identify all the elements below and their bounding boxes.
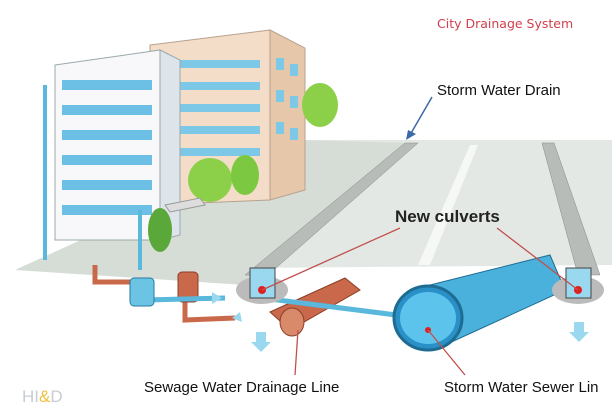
trees bbox=[148, 83, 338, 252]
bus-shelter bbox=[164, 197, 206, 213]
storm-drain-arrowhead bbox=[406, 130, 416, 140]
road-marking bbox=[418, 145, 478, 265]
sidewalk bbox=[15, 140, 410, 285]
logo: HI&D bbox=[22, 387, 63, 406]
label-sewage-line: Sewage Water Drainage Line bbox=[144, 379, 339, 396]
label-new-culverts: New culverts bbox=[395, 207, 500, 226]
label-storm-sewer-line: Storm Water Sewer Lin bbox=[444, 379, 599, 396]
building-front bbox=[43, 49, 181, 270]
storm-drain-arrow bbox=[409, 96, 433, 136]
label-storm-water-drain: Storm Water Drain bbox=[437, 82, 561, 99]
storm-pipes bbox=[129, 254, 579, 352]
diagram-title: City Drainage System bbox=[437, 16, 573, 31]
callout-lines bbox=[261, 227, 579, 376]
outflow-arrows bbox=[212, 292, 589, 352]
right-curb bbox=[541, 142, 601, 276]
